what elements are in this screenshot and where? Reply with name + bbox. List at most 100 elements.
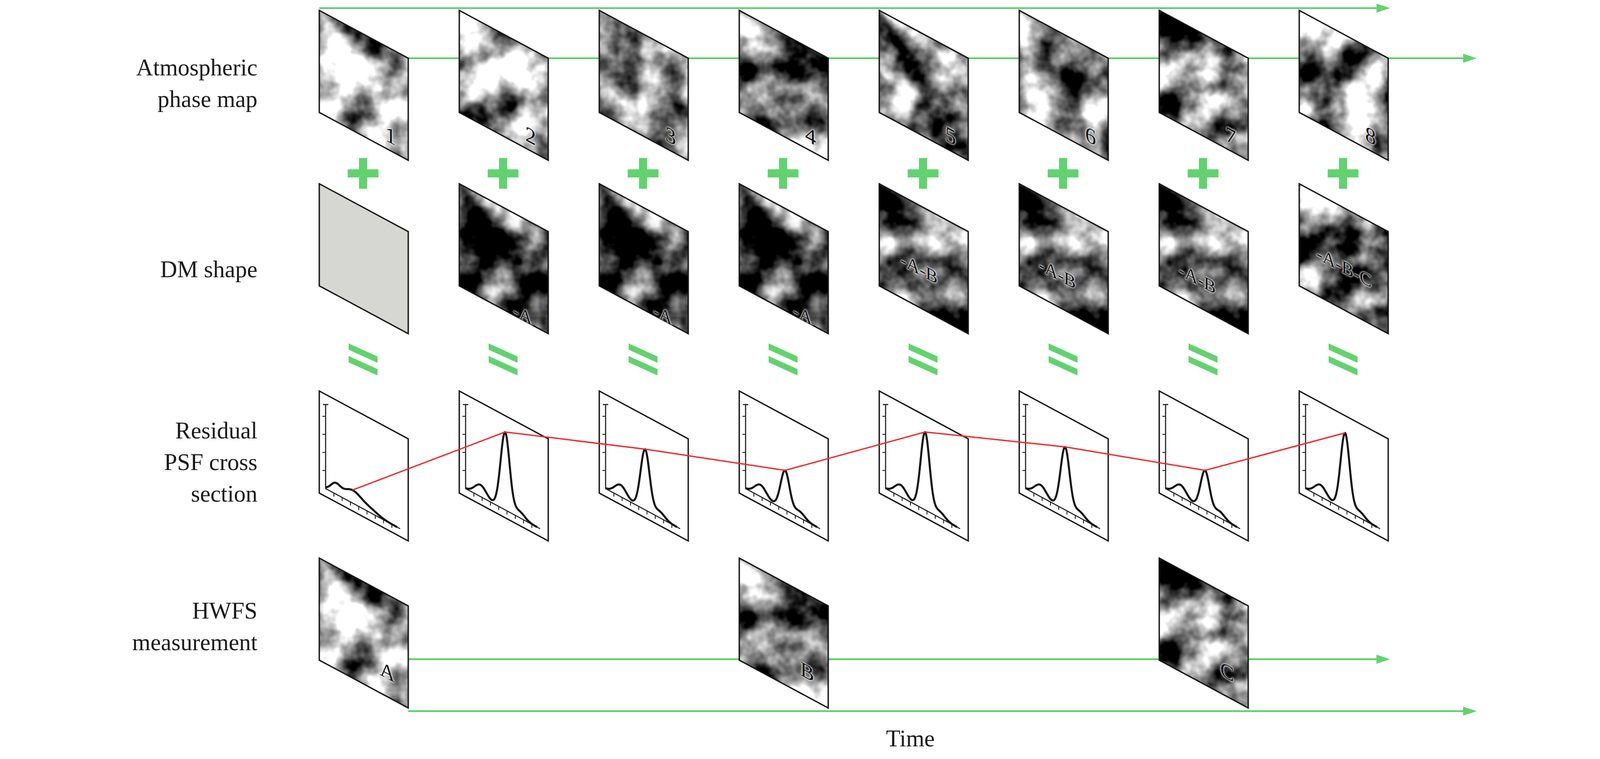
axis-cap bbox=[1022, 404, 1029, 406]
axis-tick bbox=[333, 493, 335, 497]
equals-bar bbox=[488, 356, 518, 376]
equals-sign bbox=[768, 343, 798, 376]
texture-panel bbox=[459, 183, 549, 334]
row-label: DM shape bbox=[121, 253, 258, 286]
axis-tick bbox=[1033, 493, 1035, 497]
phase-map: 1 bbox=[319, 10, 409, 161]
equals-sign bbox=[488, 343, 518, 376]
plot-axes bbox=[605, 404, 681, 529]
psf-plot bbox=[1299, 391, 1389, 542]
axis-tick bbox=[498, 506, 500, 511]
axis-tick bbox=[1321, 497, 1323, 502]
panel-outline bbox=[1299, 183, 1389, 334]
phase-map: 7 bbox=[1159, 10, 1249, 161]
panel-outline bbox=[599, 183, 689, 334]
axis-tick bbox=[882, 415, 886, 417]
axis-tick bbox=[1022, 470, 1026, 472]
plot-axes bbox=[1165, 404, 1241, 529]
axis-tick bbox=[786, 510, 788, 515]
time-axis-arrowhead bbox=[1463, 706, 1477, 716]
plus-sign bbox=[1327, 158, 1359, 189]
time-axis-arrowhead bbox=[1376, 3, 1391, 13]
axis-tick bbox=[1302, 415, 1306, 417]
axis-tick bbox=[794, 515, 796, 519]
plus-sign bbox=[1047, 158, 1079, 189]
axis-tick bbox=[1173, 493, 1175, 497]
axis-tick bbox=[1181, 497, 1183, 502]
axis-tick bbox=[882, 470, 886, 472]
axis-tick bbox=[654, 515, 656, 519]
dm-shape: -A bbox=[739, 183, 829, 334]
psf-curve bbox=[1305, 433, 1377, 528]
equals-bar bbox=[628, 356, 658, 376]
axis-tick bbox=[602, 470, 606, 472]
plus-sign bbox=[907, 158, 939, 189]
phase-texture bbox=[1019, 10, 1109, 161]
axis-tick bbox=[481, 497, 483, 502]
time-axis-line bbox=[1248, 658, 1379, 661]
axis-tick bbox=[742, 433, 746, 435]
peak-trend-line bbox=[352, 432, 1345, 491]
phase-map: 4 bbox=[739, 10, 829, 161]
axis-tick bbox=[909, 502, 911, 506]
axis-tick bbox=[473, 493, 475, 497]
hwfs-measurement: A bbox=[319, 558, 409, 709]
time-link bbox=[408, 658, 740, 661]
axis-tick bbox=[901, 497, 903, 502]
panel-label: 4 bbox=[805, 122, 817, 150]
row-label-box: Time bbox=[886, 723, 935, 755]
phase-map: 2 bbox=[459, 10, 549, 161]
axis-tick bbox=[1162, 433, 1166, 435]
axis-tick bbox=[918, 506, 919, 511]
axis-tick bbox=[462, 433, 466, 435]
psf-curve bbox=[605, 449, 677, 528]
panel-label: 8 bbox=[1365, 122, 1377, 150]
plus-bar bbox=[1047, 169, 1079, 178]
dm-shape: -A-B bbox=[1019, 183, 1109, 334]
axis-tick bbox=[489, 502, 491, 506]
axis-tick bbox=[358, 506, 360, 511]
axis-cap bbox=[742, 404, 749, 406]
panel-label: 7 bbox=[1225, 122, 1237, 150]
psf-curve bbox=[325, 482, 397, 528]
axis-tick bbox=[522, 519, 524, 524]
panel-outline bbox=[319, 558, 409, 709]
plus-sign bbox=[347, 158, 379, 189]
dm-shape: -A bbox=[459, 183, 549, 334]
plus-bar bbox=[487, 169, 519, 178]
axis-tick bbox=[322, 470, 326, 472]
axis-tick bbox=[322, 433, 326, 435]
panel-outline bbox=[739, 558, 829, 709]
phase-texture bbox=[739, 558, 829, 709]
plot-frame bbox=[319, 391, 409, 542]
axis-tick bbox=[621, 497, 623, 502]
equals-sign bbox=[1188, 343, 1218, 376]
panel-label: 3 bbox=[665, 122, 677, 150]
axis-tick bbox=[1346, 510, 1348, 515]
axis-tick bbox=[802, 519, 804, 524]
axis-tick bbox=[506, 510, 508, 515]
phase-texture bbox=[739, 183, 829, 334]
axis-tick bbox=[1302, 470, 1306, 472]
phase-texture bbox=[1159, 10, 1249, 161]
plus-sign bbox=[487, 158, 519, 189]
plus-bar bbox=[627, 169, 659, 178]
psf-plot bbox=[1019, 391, 1109, 542]
equals-sign bbox=[628, 343, 658, 376]
panel-outline bbox=[459, 10, 549, 161]
axis-tick bbox=[742, 452, 746, 453]
row-label: Residual PSF cross section bbox=[149, 415, 258, 511]
dm-shape: -A-B-C bbox=[1299, 183, 1389, 334]
axis-tick bbox=[742, 470, 746, 472]
psf-curve bbox=[885, 432, 957, 528]
panel-label: 2 bbox=[525, 122, 537, 150]
panel-outline bbox=[739, 10, 829, 161]
row-label-box: Residual PSF cross section bbox=[149, 415, 258, 511]
axis-tick bbox=[778, 506, 780, 511]
axis-tick bbox=[1189, 502, 1191, 506]
axis-tick bbox=[1074, 515, 1076, 519]
axis-tick bbox=[1041, 497, 1043, 502]
phase-texture bbox=[599, 10, 689, 161]
axis-tick bbox=[462, 452, 466, 453]
